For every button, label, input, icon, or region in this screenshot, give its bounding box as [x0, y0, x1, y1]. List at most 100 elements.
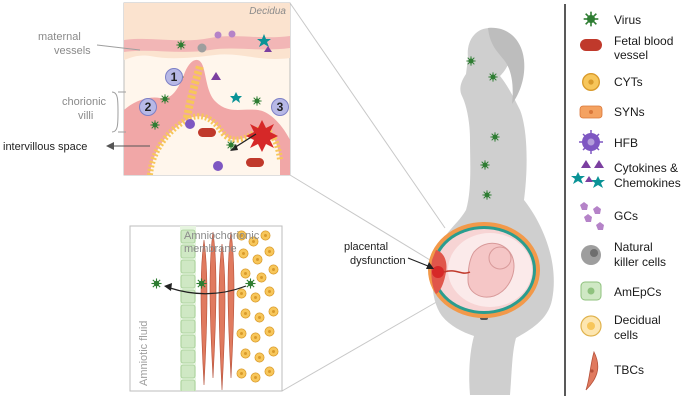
intervillous-space-label: intervillous space: [3, 141, 87, 153]
virus-icon: [196, 278, 207, 289]
virus-icon: [583, 11, 599, 27]
hair: [488, 27, 525, 105]
virus-icon: [226, 140, 236, 150]
fetal-vessel-1: [198, 128, 216, 137]
svg-text:3: 3: [277, 100, 284, 114]
cytokine-triangle: [211, 72, 221, 80]
virus-icon: [160, 94, 170, 104]
legend-item-fetal-blood-vessel: Fetal blood vessel: [580, 34, 673, 62]
legend-item-gcs: GCs: [580, 202, 638, 230]
virus-icon: [482, 190, 492, 200]
virus-icon: [490, 132, 500, 142]
crossing-arrowhead: [164, 283, 172, 291]
legend-label-fetal-2: vessel: [614, 48, 648, 62]
marker-1: 1: [165, 68, 183, 86]
legend-item-cytokines: Cytokines & Chemokines: [571, 160, 681, 190]
amepc-cell-icon: [580, 281, 602, 301]
membrane-title-2: membrane: [184, 243, 237, 255]
legend-label-decidual-2: cells: [614, 328, 638, 342]
fetal-vessel-2: [246, 158, 264, 167]
crossing-arrow: [169, 285, 247, 295]
zoom-line-top-2: [289, 174, 431, 261]
legend-label-cytokines-2: Chemokines: [614, 176, 681, 190]
umbilical-cord: [443, 270, 471, 274]
maternal-vessel-shape: [124, 36, 290, 52]
legend-label-cyts: CYTs: [614, 75, 643, 89]
membrane-detail-panel: Amniochorionic membrane Amniotic fluid: [129, 225, 283, 392]
dysfunction-burst: [432, 266, 444, 278]
legend-label-virus: Virus: [614, 13, 641, 27]
zoom-line-bottom: [281, 299, 441, 392]
legend-label-amepcs: AmEpCs: [614, 285, 661, 299]
cyt-cell-icon: [581, 72, 601, 92]
virus-icon: [176, 40, 186, 50]
intervillous-arrowhead: [106, 142, 114, 150]
legend-item-amepcs: AmEpCs: [580, 281, 661, 301]
legend-label-decidual-1: Decidual: [614, 313, 661, 327]
fetus-head: [488, 246, 512, 270]
legend-item-nk: Natural killer cells: [581, 240, 666, 269]
dysfunction-arrowhead: [426, 262, 434, 269]
gc-cell: [228, 30, 236, 38]
syn-cell-icon: [579, 105, 603, 119]
villi-brace: [111, 91, 119, 133]
svg-text:2: 2: [145, 100, 152, 114]
marker-3: 3: [271, 98, 289, 116]
virus-icon: [466, 56, 476, 66]
hfb-cell-icon: [579, 130, 603, 154]
virus-icon: [488, 72, 498, 82]
maternal-vessels-label-1: maternal: [38, 31, 81, 43]
hfb-cell: [213, 161, 223, 171]
virus-icon: [245, 278, 256, 289]
legend-label-gcs: GCs: [614, 209, 638, 223]
fetal-blood-vessel-icon: [580, 39, 602, 51]
legend-item-decidual: Decidual cells: [580, 313, 661, 342]
legend-label-fetal-1: Fetal blood: [614, 34, 673, 48]
cytokines-icon: [571, 160, 605, 188]
pregnant-figure: placental dysfunction: [344, 27, 554, 395]
placental-dysfunction-label-1: placental: [344, 241, 388, 253]
gc-cell: [214, 31, 222, 39]
legend-label-hfb: HFB: [614, 136, 638, 150]
virus-icon: [480, 160, 490, 170]
arrow-line: [233, 133, 257, 149]
decidual-cell-icon: [580, 315, 602, 337]
legend-label-syns: SYNs: [614, 105, 645, 119]
cytokine-triangle: [264, 46, 272, 52]
maternal-vessels-pointer: [96, 44, 141, 51]
legend-item-tbcs: TBCs: [585, 350, 644, 391]
virus-icon: [252, 96, 262, 106]
legend-item-syns: SYNs: [579, 105, 645, 119]
virus-icon: [151, 278, 162, 289]
legend-item-hfb: HFB: [579, 130, 638, 154]
legend-label-cytokines-1: Cytokines &: [614, 161, 678, 175]
zoom-line-top-1: [289, 2, 446, 229]
villi-brace-ticks: [118, 91, 126, 133]
tbc-layer: [200, 231, 235, 391]
dysfunction-arrow: [407, 257, 429, 267]
chorionic-villi-label-1: chorionic: [62, 96, 107, 108]
hfb-cell: [185, 119, 195, 129]
tbc-cell-icon: [585, 350, 599, 391]
legend-label-nk-1: Natural: [614, 240, 653, 254]
chemokine-star: [257, 34, 271, 47]
membrane-title-1: Amniochorionic: [184, 230, 260, 242]
chemokine-star: [230, 92, 242, 103]
marker-2: 2: [139, 98, 157, 116]
maternal-vessels-label-2: vessels: [54, 45, 91, 57]
decidua-label: Decidua: [249, 6, 286, 17]
amepc-column: [180, 226, 196, 391]
placental-dysfunction-label-2: dysfunction: [350, 255, 406, 267]
chorionic-villi-label-2: villi: [78, 110, 93, 122]
nk-cell: [197, 43, 207, 53]
virus-icon: [150, 120, 160, 130]
legend-item-cyts: CYTs: [581, 72, 643, 92]
amniotic-fluid-label: Amniotic fluid: [138, 321, 150, 386]
placenta-detail-panel: 1 2 3 Decidua: [123, 2, 291, 176]
legend-label-tbcs: TBCs: [614, 363, 644, 377]
body-silhouette: [432, 28, 554, 395]
legend-label-nk-2: killer cells: [614, 255, 666, 269]
legend-item-virus: Virus: [583, 11, 641, 27]
